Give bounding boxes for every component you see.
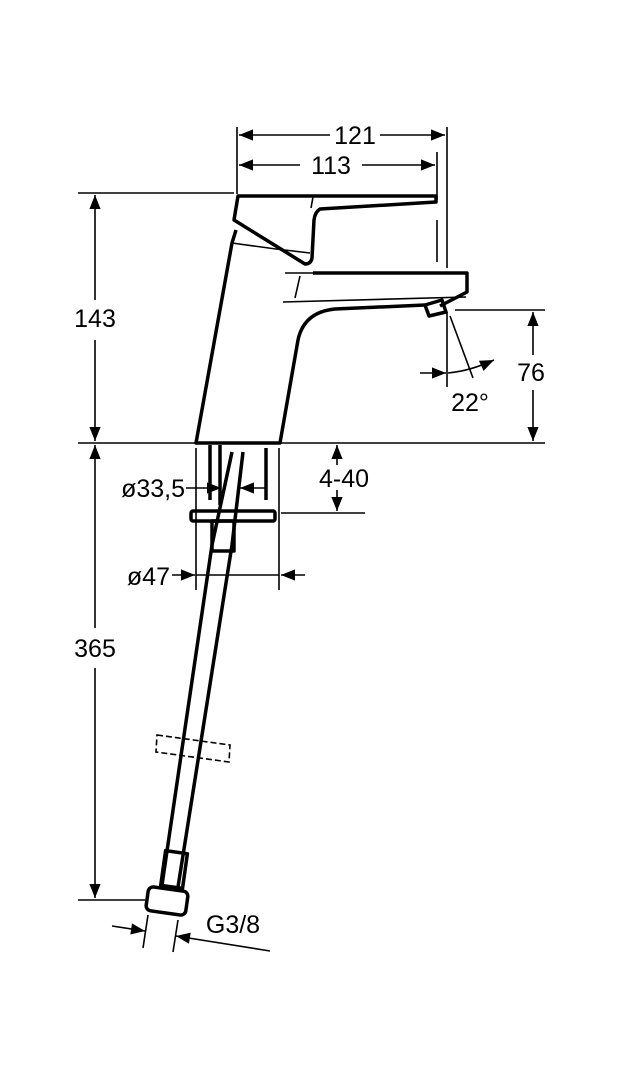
dim-spray-angle: 22° [451, 389, 489, 417]
dim-overall-length: 121 [334, 122, 376, 150]
dim-spout-height: 76 [517, 359, 545, 387]
aerator [423, 298, 448, 318]
dim-hose-length: 365 [74, 635, 116, 663]
dim-base-diameter: ø47 [127, 563, 170, 591]
dim-shank-diameter: ø33,5 [121, 475, 185, 503]
mounting-parts [144, 445, 277, 917]
faucet-outline [194, 194, 469, 445]
lever-handle [232, 194, 438, 266]
supply-hose [160, 451, 245, 888]
dim-lever-length: 113 [311, 152, 351, 180]
hose-connector-nut [144, 885, 190, 917]
dim-connection-thread: G3/8 [206, 911, 260, 939]
dim-counter-thickness: 4-40 [319, 465, 369, 493]
dim-overall-height: 143 [74, 305, 116, 333]
spout [313, 271, 469, 308]
dimension-lines [78, 127, 545, 953]
